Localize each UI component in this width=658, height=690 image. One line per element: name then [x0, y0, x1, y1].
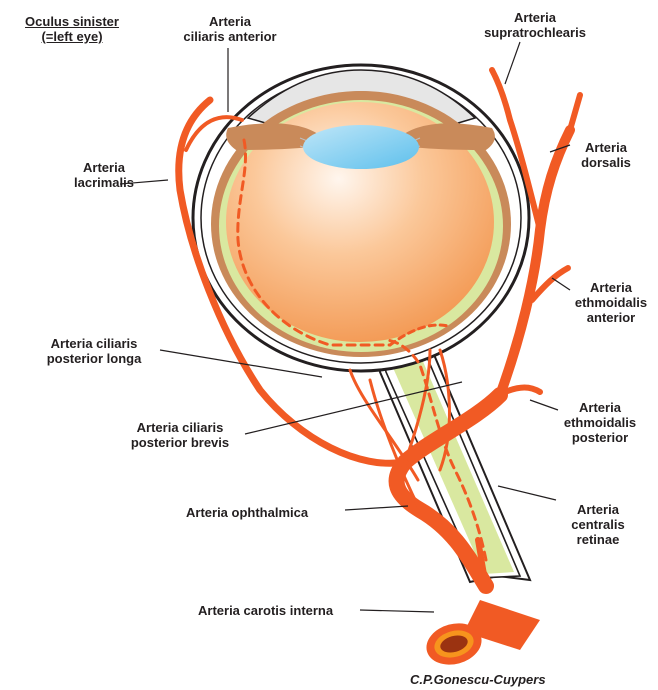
label-ciliaris-posterior-brevis: Arteria ciliaris posterior brevis	[110, 420, 250, 450]
label-ethmoidalis-posterior: Arteria ethmoidalis posterior	[554, 400, 646, 445]
label-ophthalmica: Arteria ophthalmica	[186, 505, 308, 520]
label-ciliaris-posterior-longa: Arteria ciliaris posterior longa	[24, 336, 164, 366]
label-centralis-retinae: Arteria centralis retinae	[556, 502, 640, 547]
label-ciliaris-anterior: Arteria ciliaris anterior	[160, 14, 300, 44]
eyeball	[193, 65, 529, 371]
label-carotis-interna: Arteria carotis interna	[198, 603, 333, 618]
lens	[303, 125, 419, 169]
label-dorsalis: Arteria dorsalis	[566, 140, 646, 170]
label-ethmoidalis-anterior: Arteria ethmoidalis anterior	[566, 280, 656, 325]
diagram-title: Oculus sinister (=left eye)	[8, 14, 136, 44]
ethmoidalis-posterior-branch	[505, 388, 540, 393]
title-line2: (=left eye)	[8, 29, 136, 44]
title-line1: Oculus sinister	[8, 14, 136, 29]
label-lacrimalis: Arteria lacrimalis	[64, 160, 144, 190]
label-supratrochlearis: Arteria supratrochlearis	[470, 10, 600, 40]
author-credit: C.P.Gonescu-Cuypers	[410, 672, 546, 687]
